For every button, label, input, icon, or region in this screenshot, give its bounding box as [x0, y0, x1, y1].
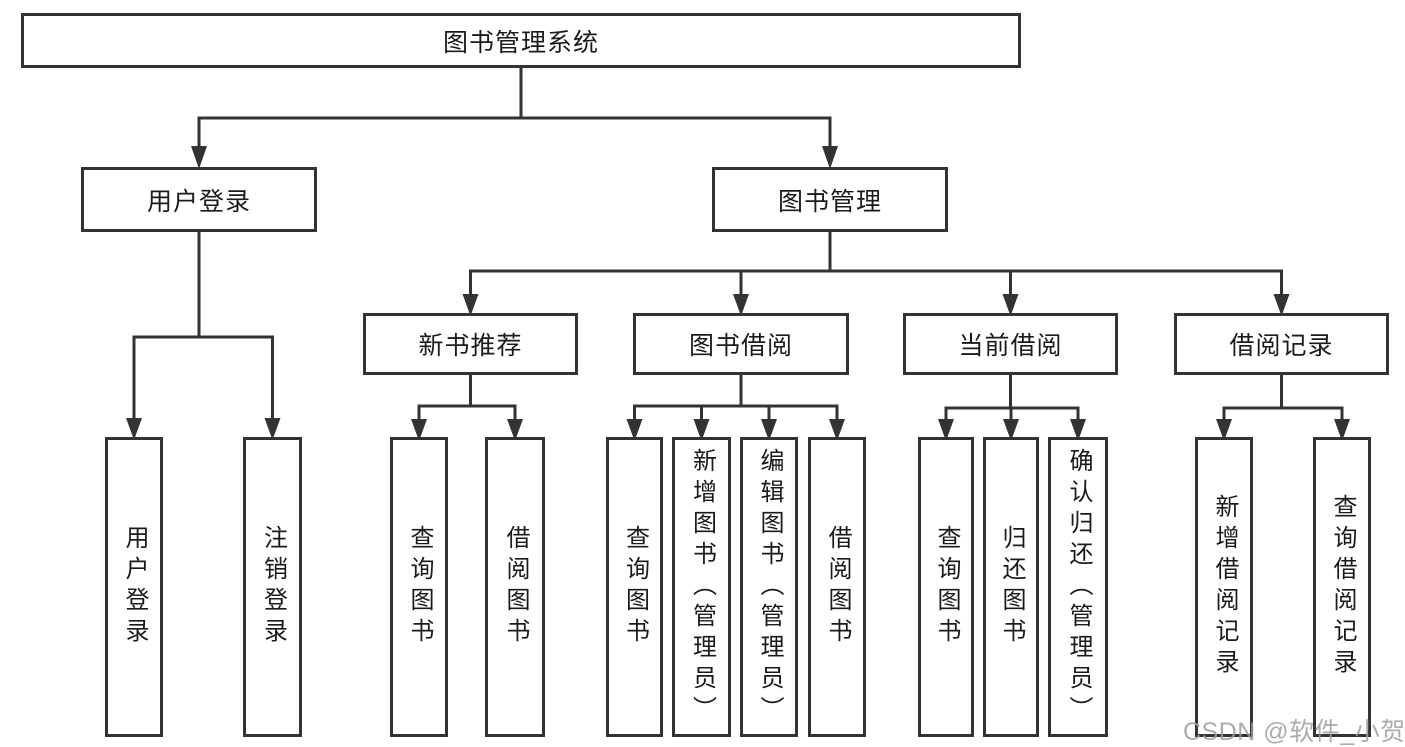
- leaf-current-query-books: 查询图书: [918, 437, 974, 737]
- leaf-newbooks-query-books-label: 查询图书: [406, 525, 433, 649]
- node-current-borrowing-label: 当前借阅: [958, 332, 1063, 360]
- leaf-user-login-label: 用户登录: [121, 525, 148, 649]
- node-current-borrowing: 当前借阅: [903, 313, 1118, 375]
- leaf-borrow-query-books-label: 查询图书: [621, 525, 649, 649]
- connector-current-to-leaves: [938, 372, 1086, 441]
- leaf-newbooks-query-books: 查询图书: [390, 437, 448, 737]
- connector-login-to-leaves: [126, 230, 281, 440]
- leaf-records-add-borrow-record: 新增借阅记录: [1195, 437, 1253, 737]
- leaf-borrow-add-books-admin: 新增图书（管理员）: [672, 437, 731, 737]
- connector-newbook-to-leaves: [411, 372, 523, 441]
- leaf-borrow-borrow-books: 借阅图书: [808, 437, 866, 737]
- leaf-borrow-borrow-books-label: 借阅图书: [824, 525, 851, 649]
- leaf-borrow-add-books-admin-label: 新增图书（管理员）: [688, 447, 716, 727]
- node-new-book-recommendation: 新书推荐: [363, 313, 578, 375]
- node-borrowing-records: 借阅记录: [1174, 313, 1389, 375]
- leaf-current-confirm-return-admin-label: 确认归还（管理员）: [1065, 447, 1092, 727]
- node-user-login-label: 用户登录: [146, 187, 251, 216]
- leaf-records-query-borrow-record-label: 查询借阅记录: [1329, 494, 1356, 680]
- node-library-system-label: 图书管理系统: [442, 28, 599, 57]
- leaf-records-query-borrow-record: 查询借阅记录: [1313, 437, 1371, 737]
- leaf-newbooks-borrow-books: 借阅图书: [485, 437, 545, 737]
- csdn-watermark: CSDN @软件_小贺同学: [1183, 718, 1405, 746]
- node-user-login: 用户登录: [81, 167, 317, 232]
- connector-borrow-to-leaves: [626, 372, 845, 441]
- leaf-current-return-books-label: 归还图书: [998, 525, 1025, 649]
- node-book-borrowing: 图书借阅: [633, 313, 849, 375]
- leaf-user-login: 用户登录: [105, 437, 163, 737]
- leaf-current-confirm-return-admin: 确认归还（管理员）: [1048, 437, 1108, 737]
- leaf-borrow-edit-books-admin: 编辑图书（管理员）: [740, 437, 798, 737]
- leaf-current-query-books-label: 查询图书: [933, 525, 960, 649]
- node-library-system: 图书管理系统: [21, 13, 1021, 68]
- leaf-logout-login-label: 注销登录: [259, 525, 287, 649]
- connector-root-to-level1: [191, 66, 838, 169]
- node-new-book-recommendation-label: 新书推荐: [418, 332, 523, 360]
- leaf-borrow-edit-books-admin-label: 编辑图书（管理员）: [756, 447, 783, 727]
- node-book-management-label: 图书管理: [777, 187, 882, 216]
- leaf-logout-login: 注销登录: [243, 437, 302, 737]
- leaf-records-add-borrow-record-label: 新增借阅记录: [1211, 494, 1238, 680]
- leaf-borrow-query-books: 查询图书: [606, 437, 663, 737]
- node-borrowing-records-label: 借阅记录: [1229, 332, 1334, 360]
- connector-records-to-leaves: [1216, 372, 1350, 441]
- leaf-newbooks-borrow-books-label: 借阅图书: [502, 525, 529, 649]
- connector-mgmt-to-level2: [462, 230, 1290, 316]
- node-book-borrowing-label: 图书借阅: [688, 332, 793, 360]
- node-book-management: 图书管理: [712, 167, 948, 232]
- leaf-current-return-books: 归还图书: [983, 437, 1039, 737]
